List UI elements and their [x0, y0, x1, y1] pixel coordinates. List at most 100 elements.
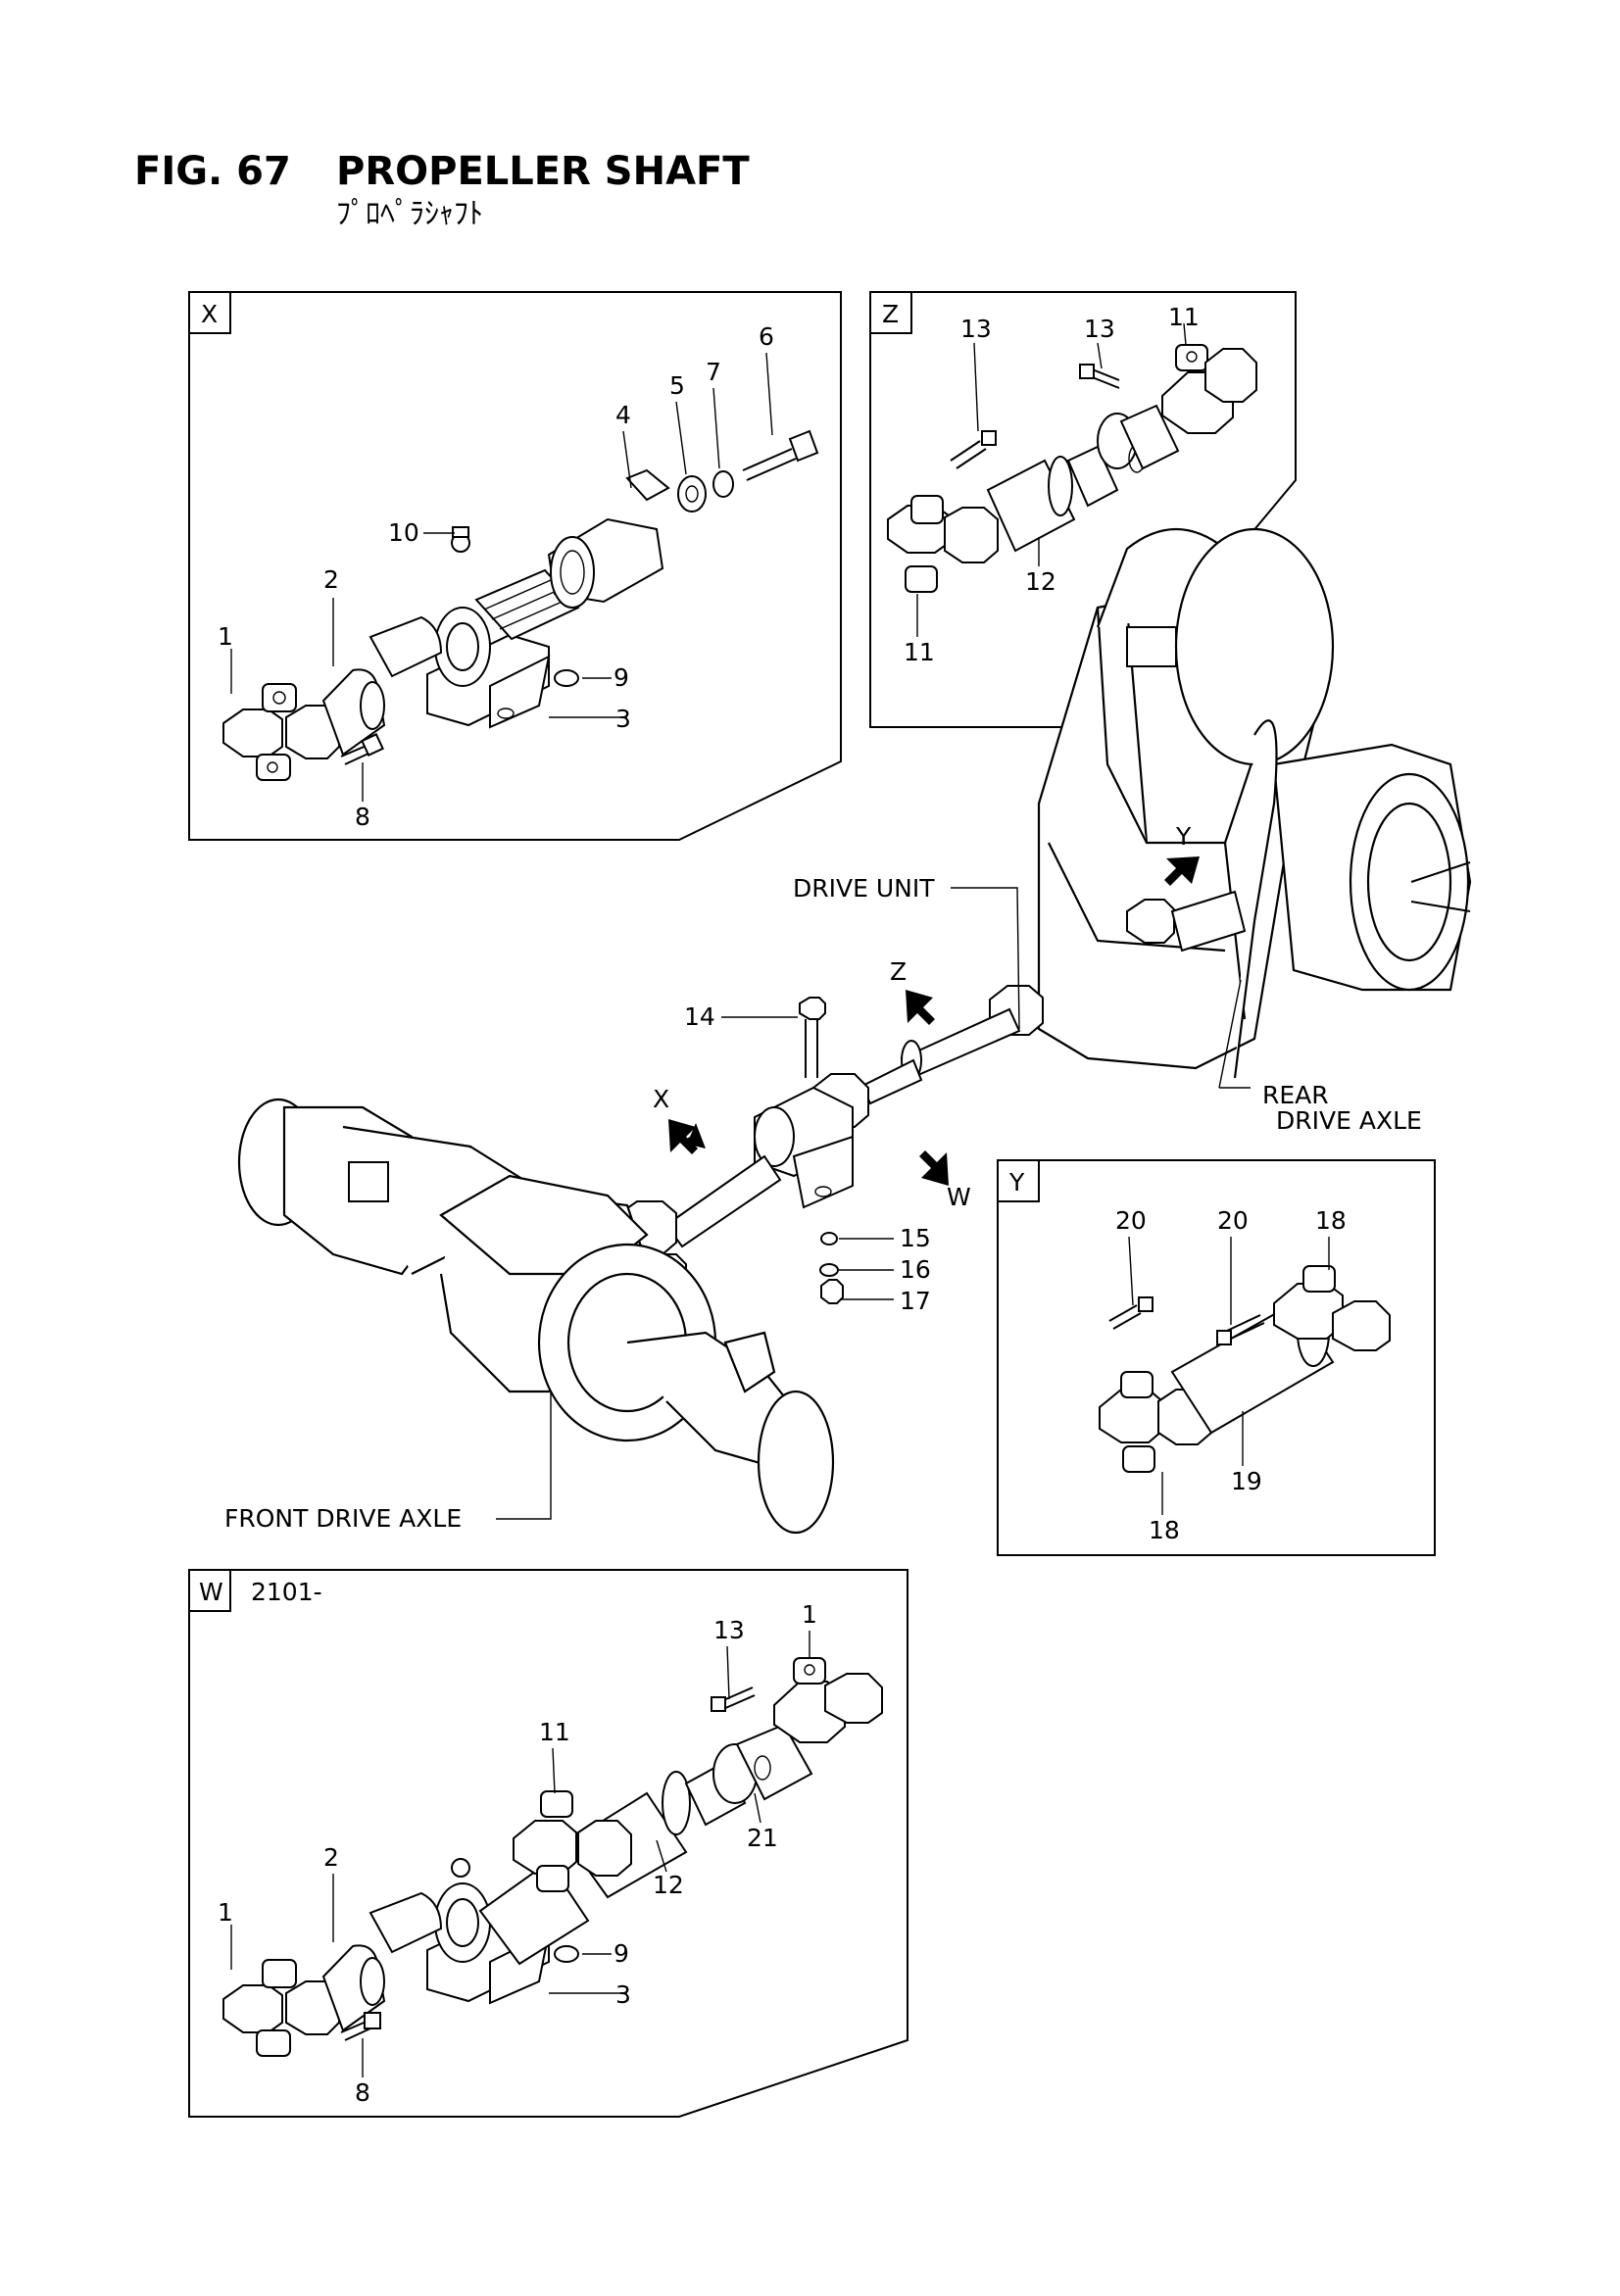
bolt-13-w [711, 1686, 756, 1712]
callout: 11 [1168, 303, 1200, 331]
rear-drive-axle-label-line2: DRIVE AXLE [1276, 1106, 1422, 1135]
callout: 2 [323, 1843, 339, 1872]
callout: 1 [218, 622, 233, 651]
callout: 20 [1115, 1206, 1147, 1235]
view-z-panel: Z [869, 291, 1297, 728]
callout: 16 [900, 1255, 931, 1284]
view-x-tag: X [201, 300, 218, 328]
nut-17 [820, 1279, 844, 1304]
washer-16 [819, 1263, 839, 1277]
view-x-frame [188, 291, 842, 841]
view-w-serial: 2101- [251, 1578, 322, 1606]
callout: 15 [900, 1224, 931, 1252]
shaft-tube-w [321, 1944, 386, 2032]
callout: 11 [904, 638, 935, 666]
callout: 13 [1084, 315, 1115, 343]
universal-joint-x [222, 683, 340, 781]
view-arrow-y-letter: Y [1175, 822, 1192, 851]
view-arrow-x: X [653, 1085, 706, 1154]
front-drive-axle [237, 1098, 835, 1535]
bolt-20-right [1216, 1314, 1265, 1345]
figure-title: PROPELLER SHAFT [336, 149, 750, 194]
view-arrow-z: Z [890, 957, 935, 1025]
washer-5 [677, 475, 707, 513]
view-y-frame [997, 1159, 1436, 1556]
view-arrow-z-letter: Z [890, 957, 907, 986]
callout: 1 [802, 1600, 817, 1629]
view-z-tag-box [869, 291, 912, 334]
center-bearing-x [368, 607, 551, 729]
callout: 13 [960, 315, 992, 343]
callout: 5 [669, 371, 685, 400]
view-w-frame [188, 1569, 908, 2118]
view-arrow-y: Y [1164, 822, 1200, 886]
callout: 12 [1025, 567, 1056, 596]
view-y-tag-box [997, 1159, 1040, 1202]
bolt-13-left [950, 430, 997, 469]
washer-9 [554, 669, 579, 687]
view-w-tag-box [188, 1569, 231, 1612]
center-bearing-main [754, 1086, 854, 1209]
universal-joint-y-right [1273, 1265, 1391, 1351]
view-x-panel: X [188, 291, 842, 841]
callout: 2 [323, 565, 339, 594]
oring-7 [712, 470, 734, 498]
callout: 6 [759, 322, 774, 351]
view-y-panel: Y 20 20 [997, 1159, 1436, 1556]
flange-yoke-x [547, 468, 670, 609]
bolt-20-left [1108, 1296, 1154, 1330]
bolt-8-w [340, 2012, 381, 2041]
shaft-tube-x [321, 668, 386, 757]
callout: 12 [653, 1871, 684, 1899]
figure-header: FIG. 67 PROPELLER SHAFT ﾌﾟﾛﾍﾟﾗｼｬﾌﾄ [134, 149, 750, 231]
view-x-tag-box [188, 291, 231, 334]
callout: 17 [900, 1287, 931, 1315]
universal-joint-w-left [222, 1959, 340, 2057]
callout: 13 [713, 1616, 745, 1644]
drive-unit [1037, 527, 1472, 1079]
view-y-tag: Y [1008, 1168, 1025, 1197]
flange-21-w [712, 1723, 813, 1804]
callout: 9 [614, 663, 629, 692]
bolt-13-right [1079, 364, 1120, 389]
washer-15 [820, 1232, 838, 1246]
callout: 19 [1231, 1467, 1262, 1495]
view-arrow-w-letter: W [947, 1183, 971, 1211]
callout: 18 [1315, 1206, 1347, 1235]
universal-joint-w-middle [513, 1790, 632, 1892]
view-z-tag: Z [882, 300, 899, 328]
callout: 21 [747, 1824, 778, 1852]
view-w-tag: W [199, 1578, 223, 1606]
bolt-6 [742, 429, 819, 481]
view-arrow-w: W [919, 1150, 971, 1211]
callout: 3 [615, 705, 631, 733]
view-w-panel: W 2101- [188, 1569, 908, 2118]
drive-unit-label: DRIVE UNIT [793, 874, 935, 903]
callout: 9 [614, 1939, 629, 1968]
shaft-tube-z [986, 404, 1180, 553]
universal-joint-z-right [1161, 344, 1257, 434]
callout: 14 [684, 1002, 715, 1031]
main-assembly: DRIVE UNIT REAR DRIVE AXLE FRONT DRIVE A… [224, 527, 1472, 1535]
callout: 4 [615, 401, 631, 429]
figure-title-japanese: ﾌﾟﾛﾍﾟﾗｼｬﾌﾄ [336, 197, 483, 231]
callout: 10 [388, 518, 419, 547]
washer-9-w [554, 1945, 579, 1963]
callout: 7 [706, 358, 721, 386]
front-drive-axle-label: FRONT DRIVE AXLE [224, 1504, 462, 1533]
callout: 8 [355, 803, 370, 831]
callout: 20 [1217, 1206, 1249, 1235]
callout: 1 [218, 1898, 233, 1927]
drive-unit-yoke [1126, 890, 1247, 953]
callout: 18 [1149, 1516, 1180, 1544]
rear-drive-axle-label-line1: REAR [1262, 1081, 1329, 1109]
view-arrow-x-letter: X [653, 1085, 669, 1113]
callout: 8 [355, 2078, 370, 2107]
callout: 11 [539, 1718, 570, 1746]
bolt-14 [799, 997, 826, 1078]
figure-number: FIG. 67 [134, 149, 291, 194]
bolt-8 [340, 733, 384, 765]
callout: 3 [615, 1980, 631, 2009]
